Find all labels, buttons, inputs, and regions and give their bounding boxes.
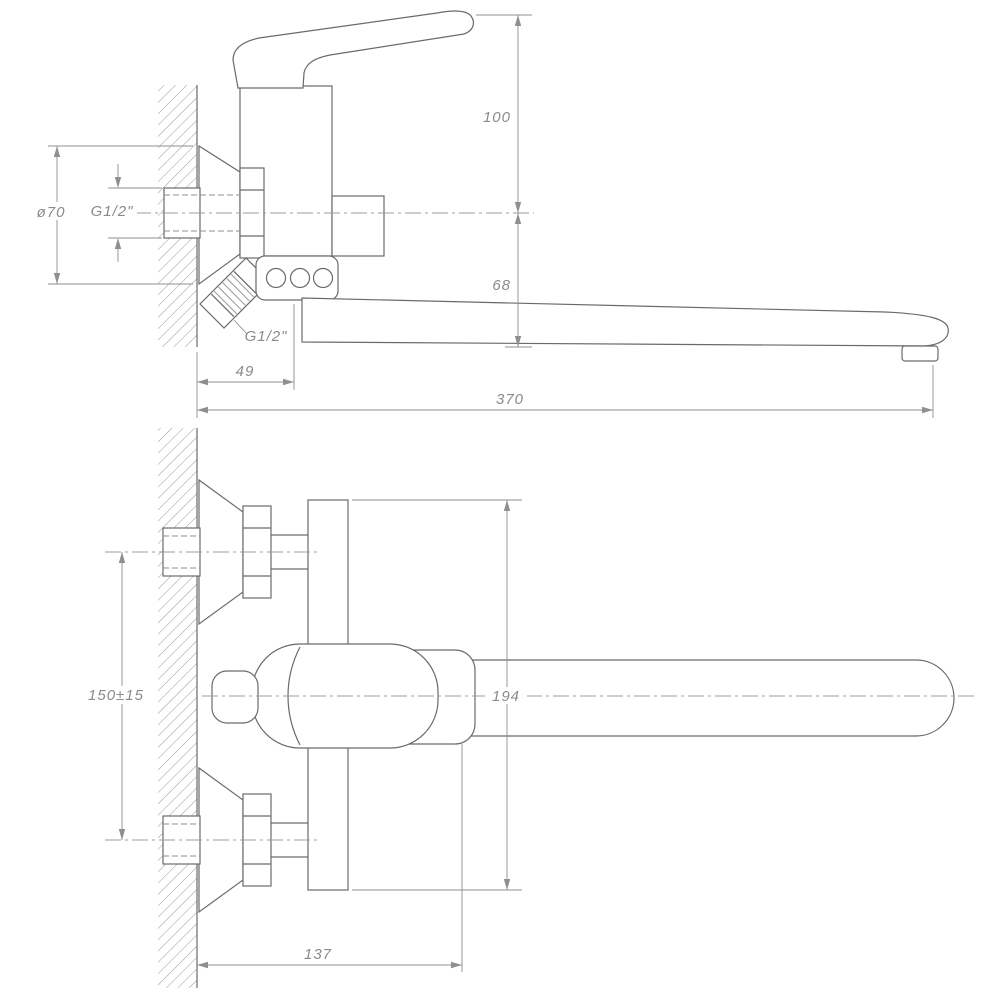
dim-body-depth: 137: [197, 742, 463, 972]
dim-spout-drop: 68: [492, 213, 532, 348]
dim-body-height: 194: [352, 499, 527, 891]
wall-section-front: [158, 428, 198, 988]
screw-detail: [265, 267, 287, 289]
dim-label-dia70: ø70: [37, 204, 66, 221]
faucet-body-side: [163, 85, 385, 286]
dim-inlet-thread: G1/2": [87, 164, 162, 262]
dim-label-194: 194: [492, 688, 520, 705]
diverter-housing: [255, 255, 339, 301]
label-shower-thread: G1/2": [233, 319, 288, 345]
dim-total-length: 370: [197, 365, 934, 418]
spout-side: [301, 297, 949, 362]
dim-label-137: 137: [304, 946, 332, 963]
dim-label-49: 49: [236, 363, 255, 380]
front-view: 150±15 194 137: [82, 428, 975, 988]
screw-detail: [289, 267, 311, 289]
handle-knob: [211, 670, 259, 724]
handle-lever-side: [232, 10, 474, 89]
spout-front: [469, 659, 955, 737]
dim-escutcheon-diameter: ø70: [28, 145, 193, 285]
dim-handle-height: 100: [476, 14, 532, 213]
dim-label-shower-thread: G1/2": [245, 328, 288, 345]
dim-label-inlet-thread: G1/2": [91, 203, 134, 220]
dim-label-68: 68: [492, 277, 511, 294]
screw-detail: [312, 267, 334, 289]
aerator: [901, 345, 939, 362]
side-view: ø70 G1/2" 100 68: [28, 10, 949, 418]
dim-label-100: 100: [483, 109, 511, 126]
dim-mount-spacing: 150±15: [82, 552, 151, 840]
dim-wall-offset: 49: [196, 304, 295, 418]
dim-label-150: 150±15: [88, 687, 144, 704]
outlet-stub: [331, 195, 385, 257]
escutcheon-cone: [198, 144, 241, 286]
dim-label-370: 370: [496, 391, 524, 408]
